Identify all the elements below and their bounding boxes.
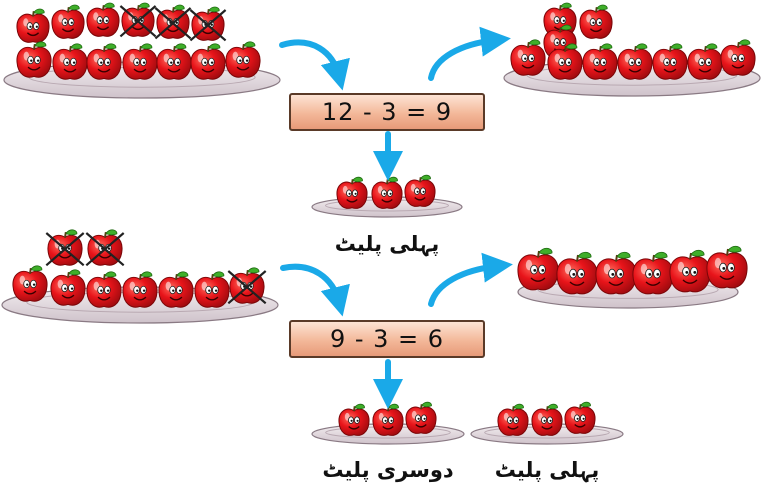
label-second-plate: دوسری پلیٹ	[322, 458, 454, 482]
apple-top-left-front-3	[86, 43, 122, 80]
apple-top-left-back-1	[16, 8, 50, 43]
apple-bottom-right-4	[632, 251, 674, 295]
apple-top-left-back-3	[86, 2, 120, 37]
apple-top-right-front-4	[617, 43, 653, 80]
apple-result-1-3	[404, 174, 436, 207]
apple-top-left-front-2	[52, 43, 88, 80]
apple-result-1-1	[336, 176, 368, 209]
apple-result-3-1	[497, 403, 529, 436]
equation-2-text: 9 - 3 = 6	[329, 325, 445, 353]
apple-result-2-3	[405, 401, 437, 434]
arrow-top-right	[428, 26, 511, 81]
apple-top-left-front-6	[190, 43, 226, 80]
apple-result-2-1	[338, 403, 370, 436]
apple-bottom-right-3	[595, 251, 637, 295]
apple-top-right-front-2	[547, 43, 583, 80]
apple-top-left-front-4	[122, 43, 158, 80]
apple-top-left-back-6	[189, 6, 227, 42]
label-first-plate-bottom: پہلی پلیٹ	[494, 458, 600, 482]
apple-bottom-left-front-7	[227, 267, 267, 305]
apple-top-right-back-2	[579, 4, 613, 39]
apple-top-left-front-7	[225, 41, 261, 78]
apple-bottom-right-6	[706, 245, 748, 289]
equation-box-1: 12 - 3 = 9	[289, 93, 485, 131]
apple-bottom-left-back-1	[45, 229, 85, 267]
apple-bottom-left-front-2	[50, 269, 86, 306]
apple-bottom-left-front-3	[86, 271, 122, 308]
apple-bottom-right-5	[669, 249, 711, 293]
label-first-plate-top: پہلی پلیٹ	[334, 232, 440, 256]
apple-top-left-back-5	[154, 4, 192, 40]
apple-top-left-front-1	[16, 41, 52, 78]
apple-bottom-right-2	[556, 251, 598, 295]
equation-box-2: 9 - 3 = 6	[289, 320, 485, 358]
apple-result-1-2	[371, 176, 403, 209]
apple-bottom-left-front-6	[194, 271, 230, 308]
apple-top-right-front-7	[720, 39, 756, 76]
apple-top-left-back-4	[119, 2, 157, 38]
apple-bottom-left-front-5	[158, 271, 194, 308]
apple-result-2-2	[372, 403, 404, 436]
arrow-top-left	[279, 39, 350, 91]
arrow-bottom-left	[280, 263, 350, 317]
apple-top-left-front-5	[156, 43, 192, 80]
arrow-bottom-right	[428, 252, 513, 307]
apple-top-right-front-3	[582, 43, 618, 80]
apple-top-right-front-1	[510, 39, 546, 76]
apple-top-right-front-5	[652, 43, 688, 80]
apple-bottom-left-front-4	[122, 271, 158, 308]
apple-bottom-left-back-2	[85, 229, 125, 267]
apple-top-right-front-6	[687, 43, 723, 80]
equation-1-text: 12 - 3 = 9	[321, 98, 453, 126]
apple-bottom-right-1	[517, 247, 559, 291]
apple-result-3-3	[564, 401, 596, 434]
apple-top-left-back-2	[51, 4, 85, 39]
apple-result-3-2	[531, 403, 563, 436]
apple-bottom-left-front-1	[12, 265, 48, 302]
